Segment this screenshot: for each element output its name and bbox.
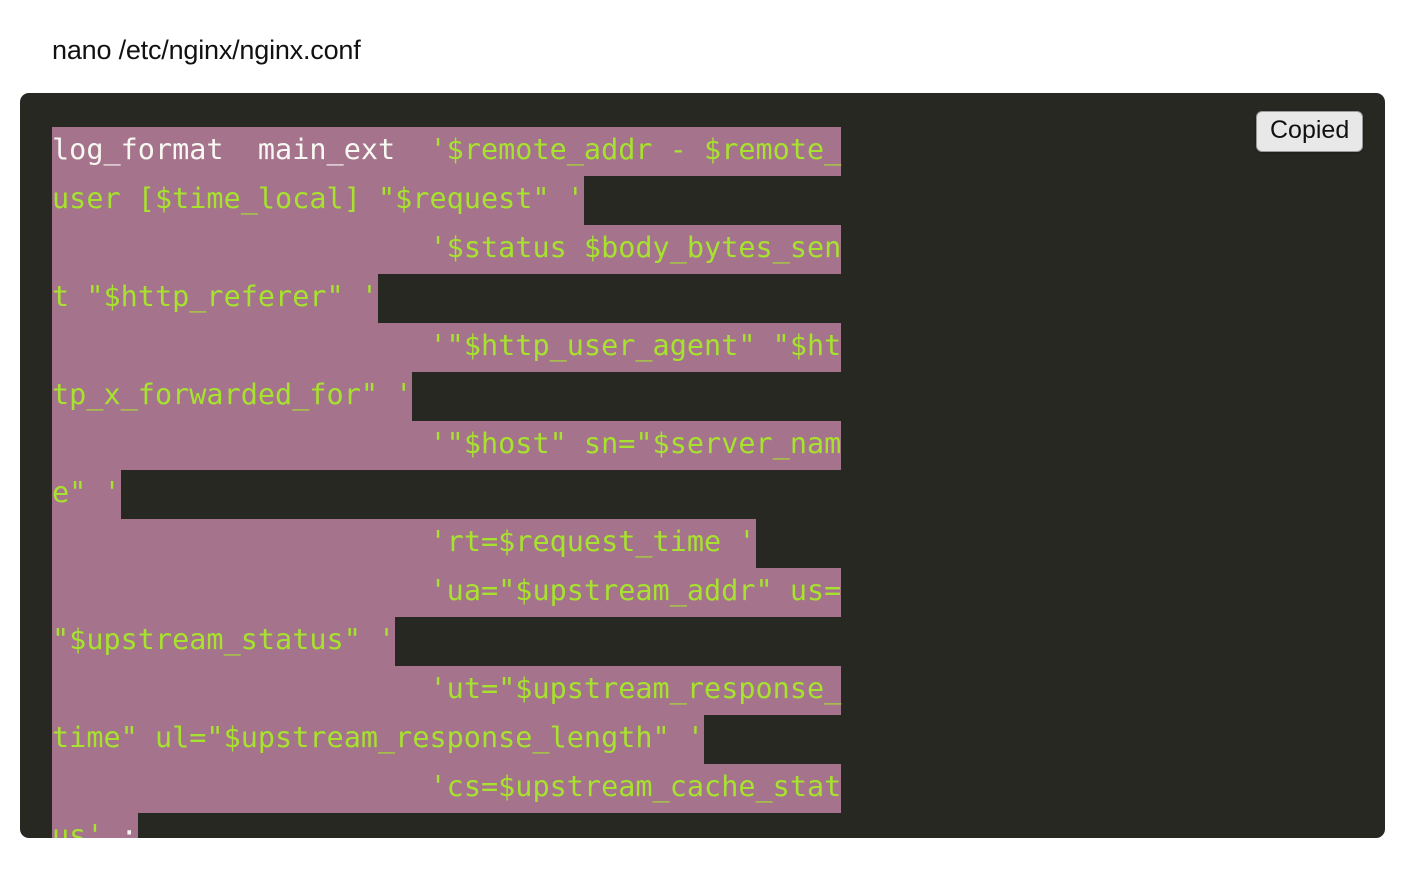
selected-code-run bbox=[52, 666, 430, 715]
selected-code-run: '"$host" sn="$server_nam bbox=[429, 421, 842, 470]
selected-code-run: 'cs=$upstream_cache_stat bbox=[429, 764, 842, 813]
selected-code-run: "$upstream_status" ' bbox=[52, 617, 396, 666]
selected-code-run: tp_x_forwarded_for" ' bbox=[52, 372, 413, 421]
selected-code-run: 'ut="$upstream_response_ bbox=[429, 666, 842, 715]
selected-code-run: e" ' bbox=[52, 470, 121, 519]
code-line: 'ua="$upstream_addr" us= bbox=[52, 566, 842, 617]
selected-code-run: t "$http_referer" ' bbox=[52, 274, 379, 323]
code-line: t "$http_referer" ' bbox=[52, 272, 841, 323]
code-line: user [$time_local] "$request" ' bbox=[52, 174, 841, 225]
page-title: nano /etc/nginx/nginx.conf bbox=[52, 35, 361, 65]
selected-code-run: '$remote_addr - $remote_ bbox=[429, 127, 842, 176]
code-line: tp_x_forwarded_for" ' bbox=[52, 370, 841, 421]
code-line: time" ul="$upstream_response_length" ' bbox=[52, 713, 841, 764]
selected-code-run: time" ul="$upstream_response_length" ' bbox=[52, 715, 705, 764]
code-line: log_format main_ext '$remote_addr - $rem… bbox=[52, 125, 842, 176]
selected-code-run: ; bbox=[103, 813, 138, 838]
code-line: '"$host" sn="$server_nam bbox=[52, 419, 842, 470]
code-line: 'ut="$upstream_response_ bbox=[52, 664, 842, 715]
code-line: '$status $body_bytes_sen bbox=[52, 223, 842, 274]
copied-toast: Copied bbox=[1256, 111, 1364, 152]
code-line: e" ' bbox=[52, 468, 841, 519]
selected-code-run: user [$time_local] "$request" ' bbox=[52, 176, 584, 225]
selected-code-run bbox=[52, 323, 430, 372]
selected-code-run: '$status $body_bytes_sen bbox=[429, 225, 842, 274]
code-line: 'cs=$upstream_cache_stat bbox=[52, 762, 842, 813]
code-line: '"$http_user_agent" "$ht bbox=[52, 321, 842, 372]
code-line: 'rt=$request_time ' bbox=[52, 517, 841, 568]
selected-code-run: log_format main_ext bbox=[52, 127, 430, 176]
selected-code-run: us' bbox=[52, 813, 104, 838]
selected-code-run: 'rt=$request_time ' bbox=[429, 519, 756, 568]
selected-code-run bbox=[52, 519, 430, 568]
code-content[interactable]: log_format main_ext '$remote_addr - $rem… bbox=[52, 125, 842, 838]
code-line: us' ; bbox=[52, 811, 841, 838]
code-block[interactable]: log_format main_ext '$remote_addr - $rem… bbox=[20, 93, 1385, 838]
selected-code-run bbox=[52, 568, 430, 617]
selected-code-run: '"$http_user_agent" "$ht bbox=[429, 323, 842, 372]
selected-code-run bbox=[52, 421, 430, 470]
selected-code-run: 'ua="$upstream_addr" us= bbox=[429, 568, 842, 617]
selected-code-run bbox=[52, 764, 430, 813]
code-line: "$upstream_status" ' bbox=[52, 615, 841, 666]
selected-code-run bbox=[52, 225, 430, 274]
